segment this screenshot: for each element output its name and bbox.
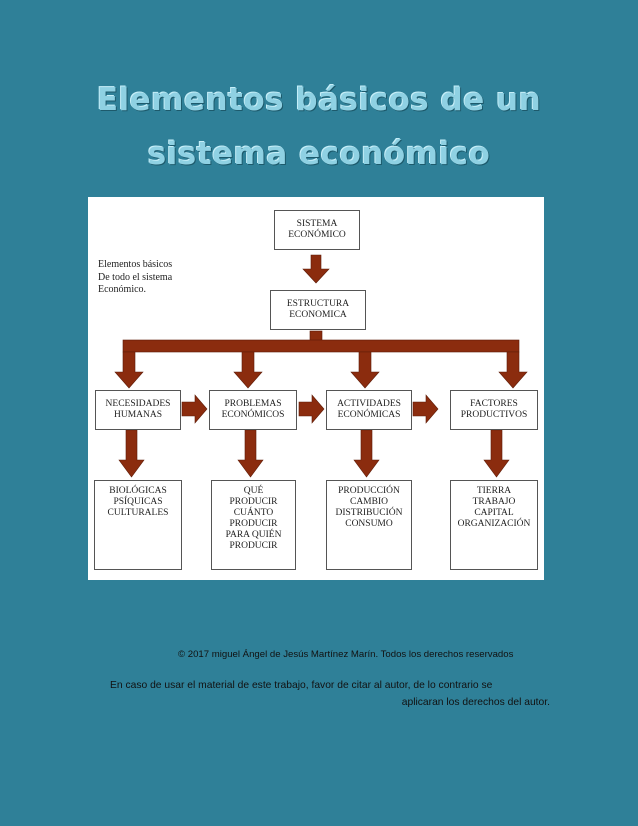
arrow-down-top	[302, 254, 330, 284]
usage-notice-line-2: aplicaran los derechos del autor.	[401, 697, 550, 708]
side-note: Elementos básicos De todo el sistema Eco…	[98, 259, 173, 295]
arrow-branch-4	[498, 351, 528, 389]
box-estructura-economica: ESTRUCTURA ECONOMICA	[270, 290, 366, 330]
arrow-right-1	[181, 394, 208, 424]
arrow-right-2	[298, 394, 325, 424]
box-factores-items: TIERRA TRABAJO CAPITAL ORGANIZACIÓN	[450, 480, 538, 570]
page-title-line-1: Elementos básicos de un	[96, 82, 542, 118]
box-sistema-economico: SISTEMA ECONÓMICO	[274, 210, 360, 250]
box-problemas-economicos: PROBLEMAS ECONÓMICOS	[209, 390, 297, 430]
box-problemas-items: QUÉ PRODUCIR CUÁNTO PRODUCIR PARA QUIÉN …	[211, 480, 296, 570]
arrow-branch-3	[350, 351, 380, 389]
box-necesidades-humanas: NECESIDADES HUMANAS	[95, 390, 181, 430]
arrow-down-3	[353, 429, 380, 478]
copyright-notice: © 2017 miguel Ángel de Jesús Martínez Ma…	[178, 649, 514, 660]
arrow-down-2	[237, 429, 264, 478]
arrow-bus	[122, 339, 520, 353]
arrow-down-4	[483, 429, 510, 478]
arrow-down-1	[118, 429, 145, 478]
arrow-right-3	[412, 394, 439, 424]
page-title-line-2: sistema económico	[147, 136, 491, 172]
arrow-bus-stem	[309, 330, 323, 342]
box-factores-productivos: FACTORES PRODUCTIVOS	[450, 390, 538, 430]
arrow-branch-2	[233, 351, 263, 389]
box-necesidades-items: BIOLÓGICAS PSÍQUICAS CULTURALES	[94, 480, 182, 570]
usage-notice-line-1: En caso de usar el material de este trab…	[110, 680, 493, 691]
diagram-arrows	[114, 254, 528, 478]
usage-notice: En caso de usar el material de este trab…	[110, 677, 550, 711]
box-actividades-economicas: ACTIVIDADES ECONÓMICAS	[326, 390, 412, 430]
arrow-branch-1	[114, 351, 144, 389]
economic-system-diagram: Elementos básicos De todo el sistema Eco…	[88, 197, 544, 580]
box-actividades-items: PRODUCCIÓN CAMBIO DISTRIBUCIÓN CONSUMO	[326, 480, 412, 570]
